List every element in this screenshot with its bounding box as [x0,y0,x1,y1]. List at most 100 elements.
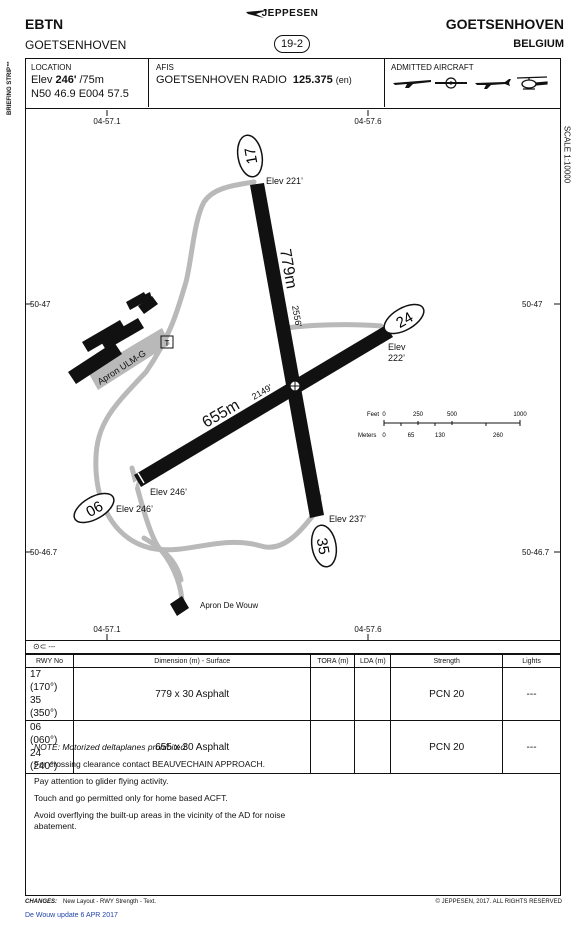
rwy-24-designator: 24 [383,303,425,335]
runway-table: RWY No Dimension (m) - Surface TORA (m) … [25,654,561,774]
note-5: Avoid overflying the built-up areas in t… [34,810,286,831]
dimension-cell: 779 x 30 Asphalt [72,667,312,721]
strength-cell: PCN 20 [390,720,504,774]
taxiways [93,179,389,607]
changes-label: CHANGES: [25,899,58,905]
hangars [68,292,189,616]
admitted-aircraft-label: ADMITTED AIRCRAFT [391,63,474,72]
perimeter-taxiway [93,179,319,553]
table-row: 06 (060°)24 (240°) 655 x 30 Asphalt PCN … [25,720,561,774]
scale-meters-label: Meters [358,433,376,439]
runway-table-header: RWY No Dimension (m) - Surface TORA (m) … [25,654,561,668]
table-row: 17 (170°)35 (350°) 779 x 30 Asphalt PCN … [25,667,561,721]
rwy-35-designator: 35 [310,524,338,568]
threshold-06-markings [121,472,145,494]
col-rwy-no: RWY No [25,654,74,668]
rwy-17-designator: 17 [236,134,264,178]
taxiway-de-wouw-branch [141,535,184,583]
afis-cell: AFIS GOETSENHOVEN RADIO 125.375 (en) [149,58,385,107]
lights-cell: --- [502,667,561,721]
briefing-strip-label: BRIEFING STRIP™ [7,61,13,116]
col-strength: Strength [390,654,504,668]
scale-meters-tick: 65 [408,433,415,439]
runway-17-35 [250,183,324,518]
lda-cell [354,720,392,774]
airport-name: GOETSENHOVEN [445,16,564,32]
scale-meters-tick: 0 [382,433,386,439]
svg-text:06: 06 [83,498,106,521]
scale-feet-tick: 500 [447,412,458,418]
update-note: De Wouw update 6 APR 2017 [25,912,118,919]
taxiway-to-24 [283,322,389,335]
copyright: © JEPPESEN, 2017. ALL RIGHTS RESERVED [435,899,562,905]
jeppesen-logo-icon [246,10,268,18]
lat-upper-right: 50-47 [522,300,543,309]
airplane-icon [475,79,511,89]
page-number: 19-2 [274,35,310,53]
brand-name: JEPPESEN [261,8,319,19]
airport-country: BELGIUM [513,38,564,50]
rwy-06-designator: 06 [73,492,115,524]
col-lights: Lights [502,654,561,668]
col-lda: LDA (m) [354,654,392,668]
coordinates-value: N50 46.9 E004 57.5 [31,88,129,100]
notes-section: NOTE: Motorized deltaplanes prohibited. … [34,742,314,838]
strength-cell: PCN 20 [390,667,504,721]
rwy-17-length-m: 779m [276,248,300,290]
admitted-aircraft-cell: ADMITTED AIRCRAFT [385,58,561,107]
elev-24-value: 222’ [388,353,405,363]
intersection-marker [289,380,301,392]
lat-upper-left: 50-47 [30,300,51,309]
location-cell: LOCATION Elev 246' /75m N50 46.9 E004 57… [25,58,149,107]
afis-label: AFIS [156,63,174,72]
note-4: Touch and go permitted only for home bas… [34,793,228,803]
runway-06-24 [134,325,393,487]
elev-06-label-a: Elev 246’ [150,487,187,497]
note-1: NOTE: Motorized deltaplanes prohibited. [34,742,188,752]
coord-top-right: 04-57.6 [354,117,382,126]
scale-feet-tick: 1000 [513,412,527,418]
note-3: Pay attention to glider flying activity. [34,776,169,786]
taxi-t-box [160,335,174,349]
apron-de-wouw-label: Apron De Wouw [200,601,258,610]
note-2: For crossing clearance contact BEAUVECHA… [34,759,265,769]
coord-bottom-left: 04-57.1 [93,625,121,634]
coord-bottom-right: 04-57.6 [354,625,382,634]
chart-frame [25,58,561,896]
scale-bar: Feet 0 250 500 1000 Meters 0 65 130 260 [358,412,527,439]
rwy-no: 24 (240°) [30,748,58,772]
airport-icao: EBTN [25,16,64,32]
elevation-value: Elev 246' /75m [31,74,104,86]
apron-ulm-g [88,328,170,390]
coord-top-left: 04-57.1 [93,117,121,126]
afis-frequency: GOETSENHOVEN RADIO 125.375 (en) [156,74,352,86]
glider-icon [393,80,431,88]
admitted-aircraft-icons [393,76,548,90]
legend-text: --- [48,644,56,651]
airport-short-name: GOETSENHOVEN [25,38,127,52]
taxi-t-label: T [165,339,170,348]
scale-meters-tick: 130 [435,433,446,439]
rwy-17-length-ft: 2556' [290,305,304,328]
col-dimension: Dimension (m) - Surface [72,654,312,668]
elev-17-label: Elev 221’ [266,176,303,186]
changes-text: New Layout - RWY Strength - Text. [63,899,157,905]
location-label: LOCATION [31,63,72,72]
scale-feet-label: Feet [367,412,379,418]
elev-06-label-b: Elev 246’ [116,504,153,514]
elev-24-label: Elev [388,342,406,352]
chart-scale: SCALE 1:10000 [562,125,572,184]
lights-cell: --- [502,720,561,774]
info-box: LOCATION Elev 246' /75m N50 46.9 E004 57… [25,58,561,109]
beacon-icon: ⊙⊂ [33,642,47,651]
aerodrome-chart: T 17 35 24 06 Elev 221’ Elev 237’ Elev 2… [26,110,560,640]
lat-lower-right: 50-46.7 [522,548,550,557]
tora-cell [310,667,356,721]
grid-ticks [26,110,560,640]
lda-cell [354,667,392,721]
ultralight-icon [435,77,467,89]
elev-35-label: Elev 237’ [329,514,366,524]
lat-lower-left: 50-46.7 [30,548,58,557]
rwy-no: 06 (060°) [30,722,58,746]
lighting-legend-row: ⊙⊂ --- [25,640,561,654]
